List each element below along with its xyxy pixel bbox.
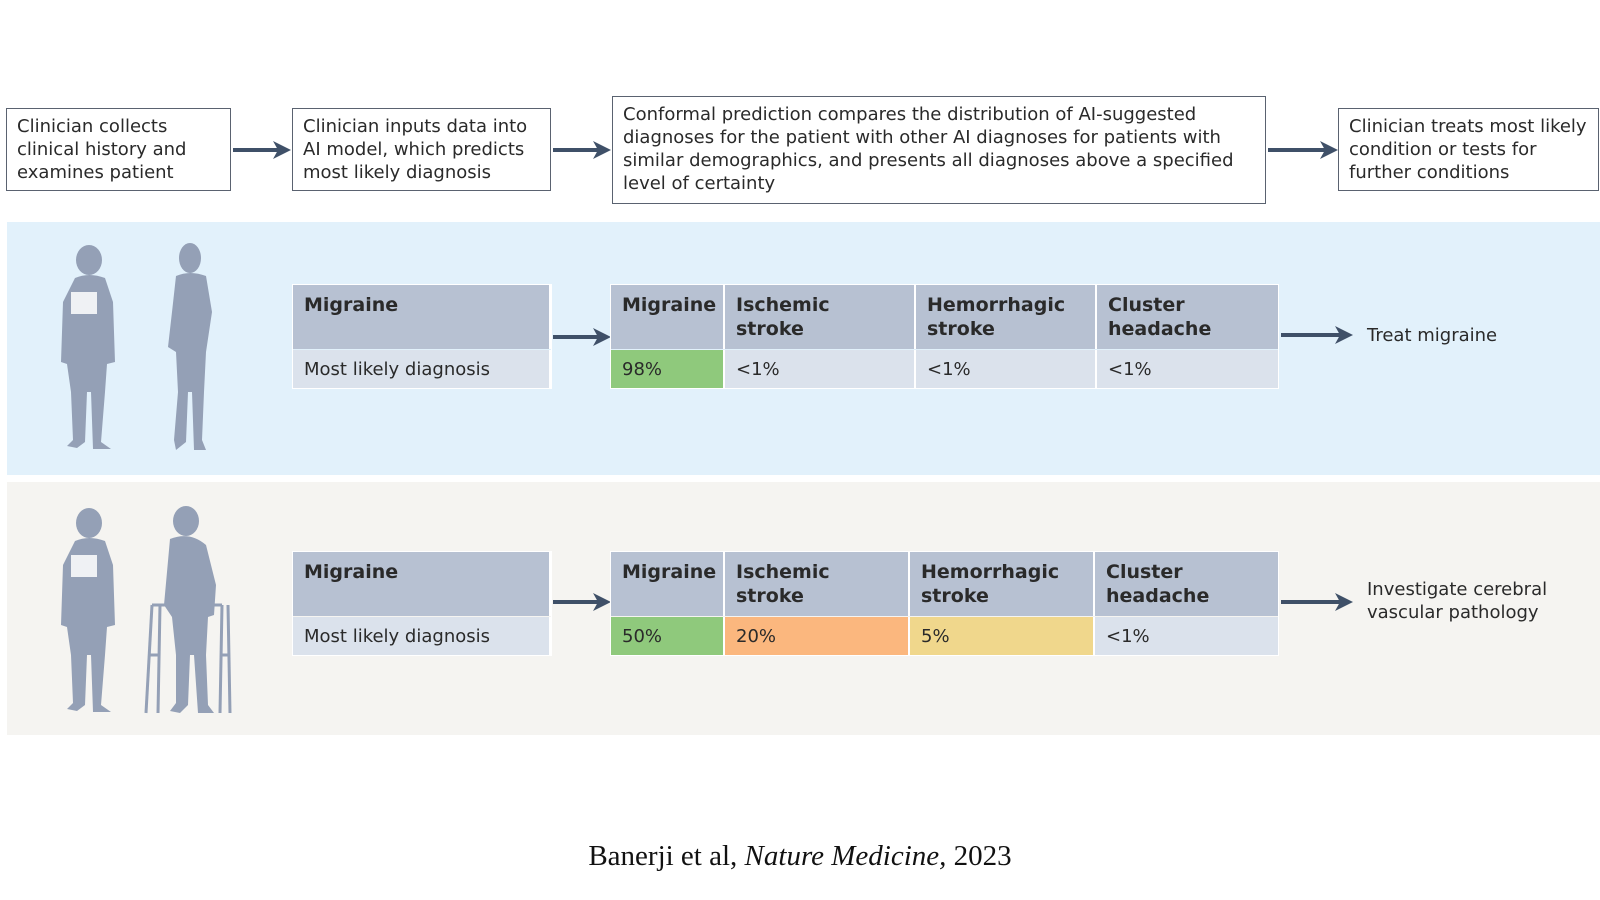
clinician-silhouette-icon xyxy=(61,508,115,712)
conformal-value-cluster-headache: <1% xyxy=(1095,617,1278,655)
elderly-patient-walker-icon xyxy=(144,506,232,714)
step-text: Clinician inputs data into AI model, whi… xyxy=(303,116,528,183)
model-output-label: Most likely diagnosis xyxy=(293,617,551,655)
step-text: Conformal prediction compares the distri… xyxy=(623,104,1234,194)
outcome-text: Treat migraine xyxy=(1367,325,1498,346)
model-output-table xyxy=(292,551,552,656)
arrow-right-icon xyxy=(553,141,611,159)
conformal-value-ischemic-stroke: <1% xyxy=(725,350,916,388)
conformal-value-hemorrhagic-stroke: <1% xyxy=(916,350,1097,388)
conformal-header-hemorrhagic-stroke: Hemorrhagic stroke xyxy=(916,285,1097,349)
outcome-text: Investigate cerebral vascular pathology xyxy=(1367,579,1548,623)
step-text: Clinician treats most likely condition o… xyxy=(1349,116,1587,183)
conformal-header-migraine: Migraine xyxy=(611,552,725,616)
arrow-right-icon xyxy=(553,593,611,611)
arrow-right-icon xyxy=(553,328,611,346)
step-box-treat: Clinician treats most likely condition o… xyxy=(1338,108,1599,191)
conformal-header-ischemic-stroke: Ischemic stroke xyxy=(725,285,916,349)
conformal-value-hemorrhagic-stroke: 5% xyxy=(910,617,1095,655)
model-output-label: Most likely diagnosis xyxy=(293,350,551,388)
arrow-right-icon xyxy=(1281,593,1353,611)
step-text: Clinician collects clinical history and … xyxy=(17,116,187,183)
arrow-right-icon xyxy=(1281,326,1353,344)
conformal-header-ischemic-stroke: Ischemic stroke xyxy=(725,552,910,616)
citation: Banerji et al, Nature Medicine, 2023 xyxy=(0,840,1600,873)
conformal-value-cluster-headache: <1% xyxy=(1097,350,1278,388)
citation-year: 2023 xyxy=(953,840,1012,872)
conformal-header-migraine: Migraine xyxy=(611,285,725,349)
arrow-right-icon xyxy=(233,141,291,159)
conformal-value-migraine: 98% xyxy=(611,350,725,388)
conformal-header-hemorrhagic-stroke: Hemorrhagic stroke xyxy=(910,552,1095,616)
conformal-table xyxy=(610,551,1279,656)
model-output-diagnosis: Migraine xyxy=(293,285,551,349)
conformal-value-ischemic-stroke: 20% xyxy=(725,617,910,655)
clinician-silhouette-icon xyxy=(61,245,115,449)
step-box-ai-model: Clinician inputs data into AI model, whi… xyxy=(292,108,551,191)
conformal-header-cluster-headache: Cluster headache xyxy=(1095,552,1278,616)
step-box-collect-history: Clinician collects clinical history and … xyxy=(6,108,231,191)
patient-silhouette-icon xyxy=(168,243,212,450)
model-output-diagnosis: Migraine xyxy=(293,552,551,616)
step-box-conformal-prediction: Conformal prediction compares the distri… xyxy=(612,96,1266,204)
model-output-table xyxy=(292,284,552,389)
conformal-table xyxy=(610,284,1279,389)
conformal-value-migraine: 50% xyxy=(611,617,725,655)
conformal-header-cluster-headache: Cluster headache xyxy=(1097,285,1278,349)
citation-authors: Banerji et al, xyxy=(588,840,738,872)
arrow-right-icon xyxy=(1268,141,1338,159)
citation-journal: Nature Medicine, xyxy=(744,840,947,872)
